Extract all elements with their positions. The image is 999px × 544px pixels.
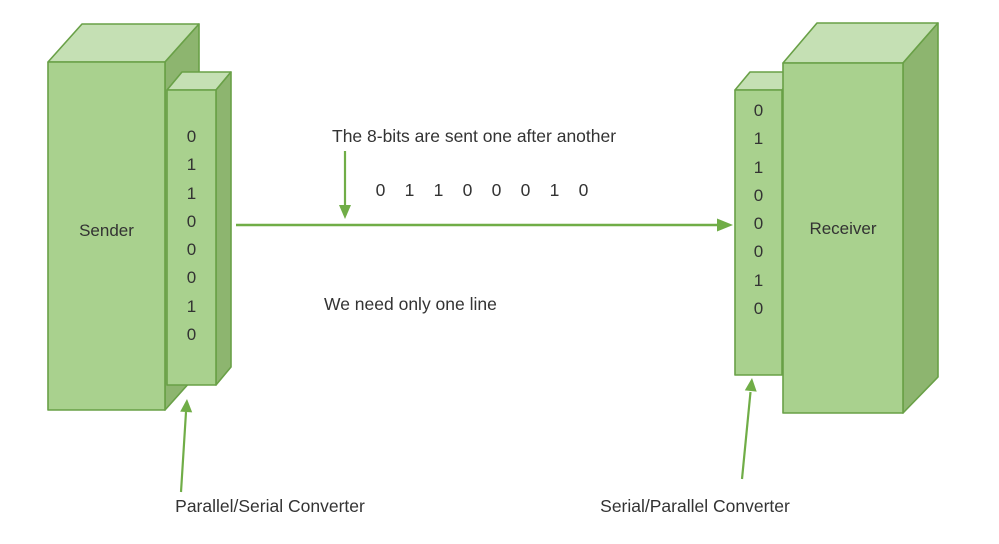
right-converter-pointer-line (740, 391, 752, 480)
line-bit: 0 (462, 180, 473, 200)
transmission-line-arrow (236, 218, 733, 232)
converter-left-side-face (215, 71, 232, 386)
sender-bit: 0 (186, 211, 197, 231)
sender-bit: 0 (186, 127, 197, 146)
line-bits-row: 0 1 1 0 0 0 1 0 (366, 180, 598, 201)
receiver-bit: 0 (753, 185, 764, 205)
receiver-bit: 1 (753, 270, 764, 290)
receiver-box-side-face (902, 22, 939, 414)
receiver-bit: 1 (753, 157, 764, 177)
serial-parallel-converter-label: Serial/Parallel Converter (600, 496, 790, 516)
sender-bit: 1 (186, 155, 197, 175)
caption-pointer-arrow (339, 151, 351, 219)
caption-top: The 8-bits are sent one after another (332, 126, 617, 146)
line-bit: 0 (491, 180, 502, 200)
caption-pointer-arrowhead (339, 205, 351, 219)
receiver-bit: 1 (753, 129, 764, 149)
caption-bottom: We need only one line (324, 294, 497, 314)
converter-left-front-face (166, 89, 217, 386)
left-converter-pointer-arrow (179, 399, 193, 493)
right-converter-arrowhead (744, 378, 757, 392)
sender-box-front-face (47, 61, 166, 411)
receiver-label: Receiver (809, 219, 877, 238)
line-bit: 0 (375, 180, 386, 200)
serial-parallel-converter-box (734, 71, 798, 376)
sender-bit: 0 (186, 325, 197, 345)
line-bit: 0 (578, 180, 589, 200)
sender-label: Sender (79, 221, 134, 240)
sender-bit: 1 (186, 296, 197, 316)
receiver-bits-column: 0 1 1 0 0 0 1 0 (735, 97, 782, 323)
line-bit: 0 (520, 180, 531, 200)
receiver-bit: 0 (753, 299, 764, 319)
parallel-serial-converter-label: Parallel/Serial Converter (175, 496, 365, 516)
left-converter-arrowhead (180, 399, 193, 413)
left-converter-pointer-line (179, 411, 188, 493)
receiver-box-front-face (782, 62, 904, 414)
transmission-arrowhead (717, 218, 733, 232)
parallel-serial-converter-box (166, 71, 232, 386)
receiver-box (782, 22, 939, 414)
sender-bit: 0 (186, 240, 197, 260)
line-bit: 1 (433, 180, 444, 200)
line-bit: 1 (404, 180, 415, 200)
sender-bits-column: 0 1 1 0 0 0 1 0 (167, 123, 216, 349)
right-converter-pointer-arrow (740, 378, 757, 480)
converter-right-front-face (734, 89, 783, 376)
line-bit: 1 (549, 180, 560, 200)
sender-bit: 0 (186, 268, 197, 288)
receiver-bit: 0 (753, 242, 764, 262)
sender-bit: 1 (186, 183, 197, 203)
receiver-bit: 0 (753, 214, 764, 234)
receiver-bit: 0 (753, 101, 764, 120)
